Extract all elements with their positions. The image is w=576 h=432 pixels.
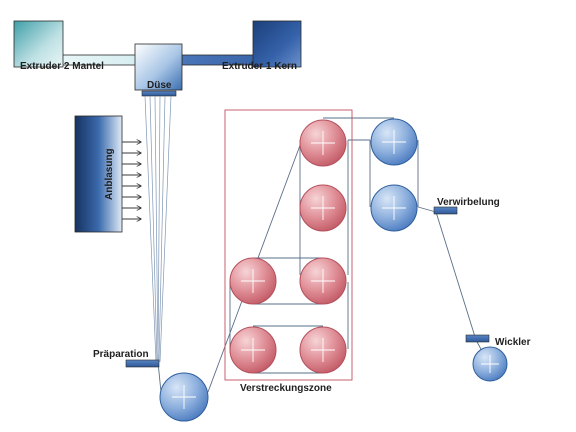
anblasung-unit: Anblasung xyxy=(74,115,141,233)
roller-winder xyxy=(472,346,508,382)
roller-exit-2 xyxy=(370,184,418,232)
extruder-2-mantel-label: Extruder 2 Mantel xyxy=(20,61,104,72)
extruder-1-kern-label: Extruder 1 Kern xyxy=(222,61,297,72)
spinneret-plate xyxy=(141,90,177,97)
wickler-guide xyxy=(465,334,490,343)
quench-airflow-arrows xyxy=(122,142,141,219)
anblasung-label: Anblasung xyxy=(104,148,115,200)
wickler-label: Wickler xyxy=(495,337,531,348)
roller-draw-4 xyxy=(299,257,347,305)
verstreckungszone-label: Verstreckungszone xyxy=(240,383,332,394)
roller-feed xyxy=(159,372,209,422)
roller-exit-1 xyxy=(370,118,418,166)
praeparation-label: Präparation xyxy=(93,349,149,360)
roller-draw-2 xyxy=(299,184,347,232)
roller-draw-6 xyxy=(299,326,347,374)
verwirbelung-label: Verwirbelung xyxy=(437,197,500,208)
praeparation-applicator xyxy=(125,359,160,368)
extruder-1-kern-box xyxy=(252,20,302,68)
extruder-2-mantel-box xyxy=(13,20,64,68)
roller-draw-3 xyxy=(229,257,277,305)
roller-draw-1 xyxy=(299,119,347,167)
roller-draw-5 xyxy=(229,326,277,374)
verwirbelung-jet xyxy=(433,206,458,215)
extruder-section: Extruder 2 Mantel Extruder 1 Kern Düse xyxy=(13,20,302,97)
verstreckungszone: Verstreckungszone xyxy=(224,109,353,394)
duese-label: Düse xyxy=(147,80,172,91)
duese-box xyxy=(134,43,183,91)
verstreckungszone-frame xyxy=(224,109,353,381)
filament-bundle xyxy=(144,95,172,363)
anblasung-box xyxy=(74,115,123,233)
